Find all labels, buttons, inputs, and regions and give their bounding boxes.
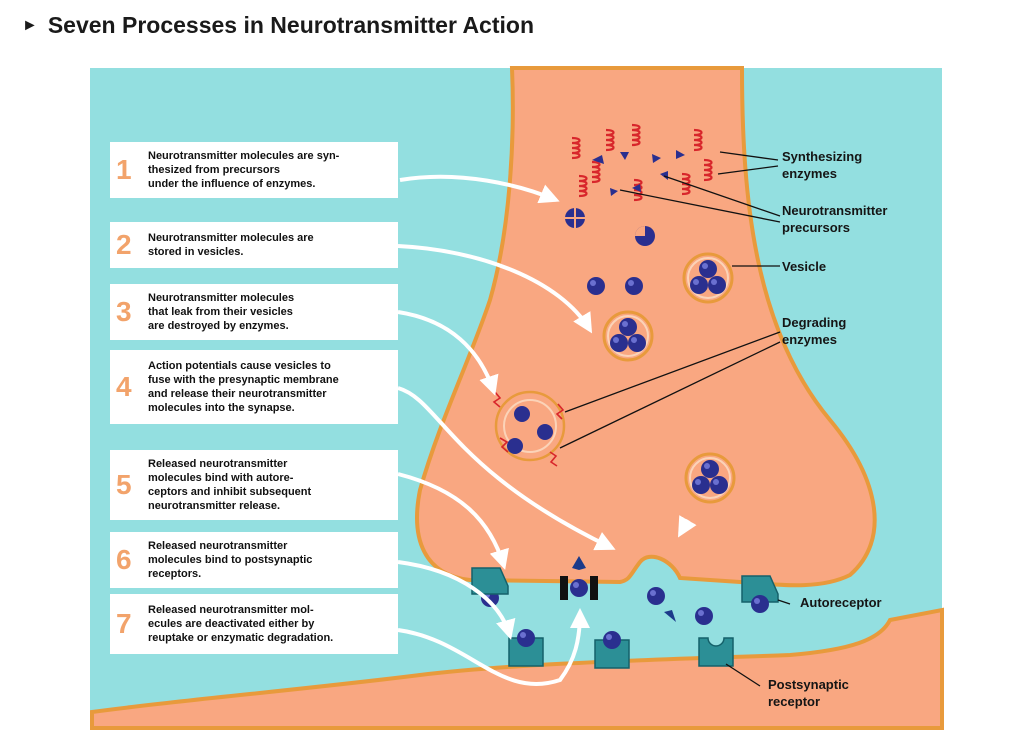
step-3-box: 3 Neurotransmitter molecules that leak f… [110, 284, 398, 340]
step-text: Released neurotransmitter mol- ecules ar… [148, 604, 334, 644]
reuptake-transporter [560, 556, 598, 600]
step-number: 6 [116, 544, 132, 575]
vesicle [686, 454, 734, 502]
neurotransmitter-precursors [592, 150, 685, 196]
step-number: 1 [116, 154, 132, 185]
step-number: 7 [116, 608, 132, 639]
degrading-vesicle [492, 390, 566, 467]
step-text: Released neurotransmitter molecules bind… [148, 540, 313, 580]
step-5-box: 5 Released neurotransmitter molecules bi… [110, 450, 398, 520]
label-autoreceptor: Autoreceptor [800, 595, 882, 610]
step-2-box: 2 Neurotransmitter molecules are stored … [110, 222, 398, 268]
vesicle [604, 312, 652, 360]
title-text: Seven Processes in Neurotransmitter Acti… [47, 12, 534, 38]
step-4-box: 4 Action potentials cause vesicles to fu… [110, 350, 398, 424]
step-number: 5 [116, 469, 132, 500]
label-vesicle: Vesicle [782, 259, 827, 274]
step-text: Neurotransmitter molecules are stored in… [148, 232, 314, 258]
vesicle [684, 254, 732, 302]
step-text: Released neurotransmitter molecules bind… [148, 458, 312, 512]
step-6-box: 6 Released neurotransmitter molecules bi… [110, 532, 398, 588]
step-number: 4 [116, 371, 132, 402]
step-text: Neurotransmitter molecules that leak fro… [148, 292, 295, 332]
step-text: Action potentials cause vesicles to fuse… [148, 360, 339, 414]
step-1-box: 1 Neurotransmitter molecules are syn- th… [110, 142, 398, 198]
label-synthesizing-enzymes: Synthesizing enzymes [782, 149, 863, 181]
step-number: 2 [116, 229, 132, 260]
label-degrading-enzymes: Degrading enzymes [782, 315, 847, 347]
step-number: 3 [116, 296, 132, 327]
postsynaptic-receptor [698, 637, 734, 667]
play-triangle-icon: ► [22, 17, 38, 34]
label-neurotransmitter-precursors: Neurotransmitter precursors [782, 203, 888, 235]
step-7-box: 7 Released neurotransmitter mol- ecules … [110, 594, 398, 654]
figure-title: ► Seven Processes in Neurotransmitter Act… [22, 12, 534, 39]
label-postsynaptic-receptor: Postsynaptic receptor [768, 677, 849, 709]
step-text: Neurotransmitter molecules are syn- thes… [148, 150, 340, 190]
assembling-molecules [565, 208, 655, 246]
